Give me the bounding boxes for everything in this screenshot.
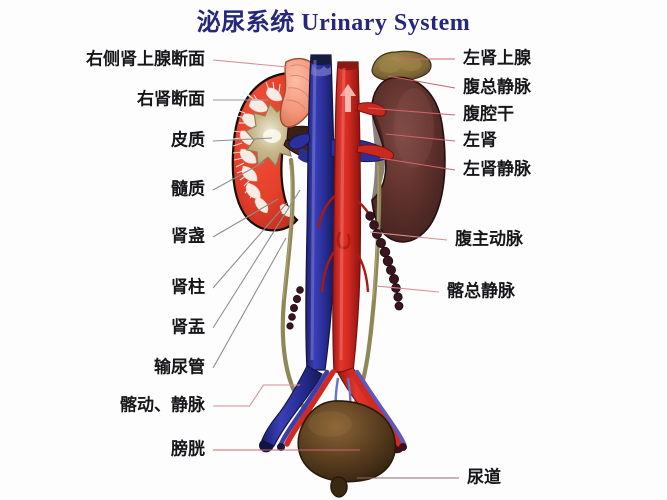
left-kidney-highlight [394, 88, 434, 168]
label-left-renal-vein: 左肾静脉 [463, 159, 531, 180]
label-bladder: 膀胱 [171, 439, 205, 460]
vena-cava-trunk [305, 54, 336, 371]
label-renal-pelvis: 肾盂 [171, 317, 205, 338]
bladder-neck-urethra [330, 476, 348, 498]
label-right-kidney-section: 右肾断面 [137, 89, 205, 110]
leader-line-renal-calyx [212, 198, 279, 238]
pelvis-highlight [263, 129, 281, 143]
aorta-flow-arrow [340, 84, 356, 112]
leader-line-right-adrenal-section [212, 59, 288, 68]
leader-line-common-iliac-vein [375, 285, 440, 293]
leader-line-left-kidney [385, 133, 456, 142]
label-left-kidney: 左肾 [463, 130, 497, 151]
left-adrenal-lobule-2 [400, 57, 422, 71]
label-urethra: 尿道 [467, 467, 501, 488]
label-medulla: 髓质 [171, 179, 205, 200]
leader-line-medulla [212, 161, 265, 191]
label-abdominal-aorta: 腹主动脉 [455, 229, 523, 250]
label-left-adrenal: 左肾上腺 [463, 48, 531, 69]
inferior-mesenteric-loop [336, 231, 351, 250]
leader-line-celiac-trunk [367, 107, 456, 116]
label-abdominal-vena-cava: 腹总静脉 [463, 77, 531, 98]
aorta-cut-top [338, 62, 358, 71]
label-common-iliac-vein: 髂总静脉 [447, 281, 515, 302]
right-iliac-vein-pair [354, 369, 407, 447]
bladder-highlight [308, 411, 352, 437]
leader-line-cortex [212, 137, 273, 142]
lumbar-arteries [316, 195, 378, 293]
left-iliac-tip [277, 443, 285, 451]
right-renal-vein [288, 133, 311, 150]
leader-line-renal-column [212, 202, 288, 289]
iliac-vein-tip [259, 440, 274, 453]
vena-cava-highlight [310, 59, 317, 361]
left-iliac-vein-pair [278, 369, 330, 447]
label-renal-calyx: 肾盏 [171, 226, 205, 247]
left-renal-artery [356, 144, 395, 160]
left-kidney-group [371, 50, 446, 243]
leader-line-ureter [212, 237, 287, 369]
label-iliac-artery-vein: 髂动、静脉 [120, 395, 205, 416]
leader-lines [212, 58, 459, 479]
label-right-adrenal-section: 右侧肾上腺断面 [86, 49, 205, 70]
page-title-chinese: 泌尿系统 [196, 8, 295, 36]
label-celiac-trunk: 腹腔干 [463, 104, 514, 125]
leader-line-abdominal-aorta [369, 231, 448, 241]
celiac-trunk [356, 102, 387, 117]
label-renal-column: 肾柱 [171, 277, 205, 298]
leader-line-iliac-artery-vein [213, 384, 300, 407]
lymph-node-chain [365, 211, 404, 311]
leader-line-renal-pelvis [212, 189, 301, 329]
leader-line-left-renal-vein [379, 157, 456, 171]
left-adrenal-lobule-1 [379, 59, 402, 73]
lymph-chain-left [286, 286, 304, 330]
aorta-highlight [339, 67, 346, 361]
left-iliac-artery-pair [284, 369, 336, 447]
page-title: 泌尿系统 Urinary System [0, 2, 667, 37]
right-iliac-tip [399, 443, 407, 451]
urinary-bladder-group [297, 400, 396, 498]
leader-line-abdominal-vena-cava [387, 75, 456, 89]
label-cortex: 皮质 [171, 130, 205, 151]
page-title-english: Urinary System [301, 10, 471, 36]
label-ureter: 输尿管 [154, 357, 205, 378]
pyramid-striations [231, 81, 289, 216]
urinary-bladder [297, 400, 396, 483]
